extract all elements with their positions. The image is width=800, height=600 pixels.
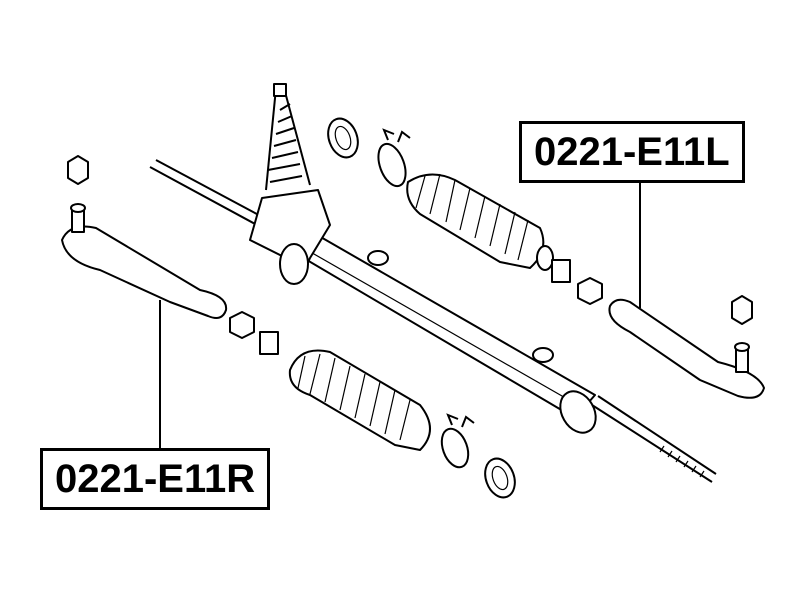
retaining-clip xyxy=(259,259,571,355)
boot-ring-upper xyxy=(327,117,359,159)
lower-dust-boot xyxy=(288,349,431,451)
boot-clamp-lower xyxy=(440,413,475,469)
castle-nut xyxy=(67,155,753,325)
upper-dust-boot xyxy=(406,173,554,271)
part-label-left: 0221-E11L xyxy=(519,121,745,183)
tie-rod-end-left xyxy=(608,298,765,399)
boot-ring-lower xyxy=(484,457,516,499)
lock-nut xyxy=(229,277,603,339)
pinion-housing xyxy=(249,83,331,285)
part-label-right: 0221-E11R xyxy=(40,448,271,510)
tie-rod-end-right xyxy=(61,203,228,319)
boot-clamp-upper xyxy=(377,128,411,188)
